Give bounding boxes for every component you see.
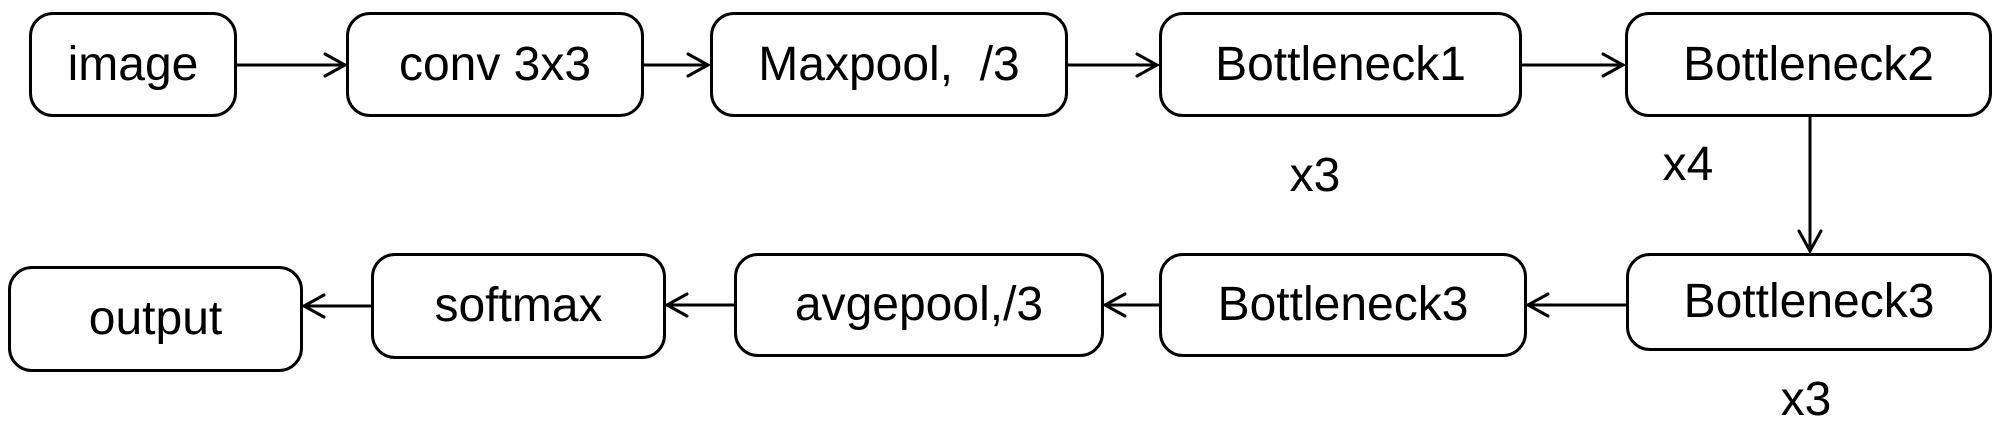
- arrow-maxpool-to-bottleneck1: [1066, 52, 1161, 78]
- node-image: image: [29, 12, 237, 117]
- arrow-bottleneck3right-to-bottleneck3left: [1524, 292, 1628, 318]
- node-bottleneck1: Bottleneck1: [1159, 12, 1522, 117]
- node-maxpool: Maxpool, /3: [710, 12, 1068, 117]
- multiplier-label-bottleneck2: x4: [1662, 138, 1714, 191]
- arrow-bottleneck1-to-bottleneck2: [1520, 52, 1627, 78]
- multiplier-label-bottleneck1: x3: [1289, 149, 1341, 202]
- node-avgepool: avgepool,/3: [734, 253, 1104, 357]
- multiplier-label-bottleneck3: x3: [1780, 373, 1832, 426]
- arrow-image-to-conv: [234, 52, 349, 78]
- node-output: output: [8, 266, 303, 372]
- node-bottleneck3-left: Bottleneck3: [1159, 253, 1527, 357]
- arrow-conv-to-maxpool: [642, 52, 712, 78]
- node-bottleneck3-right: Bottleneck3: [1626, 253, 1992, 351]
- node-conv-3x3: conv 3x3: [346, 12, 644, 117]
- arrow-bottleneck3left-to-avgepool: [1101, 292, 1161, 318]
- node-softmax: softmax: [371, 253, 666, 359]
- arrow-bottleneck2-down-to-bottleneck3: [1797, 115, 1823, 255]
- arrow-softmax-to-output: [300, 293, 373, 319]
- node-bottleneck2: Bottleneck2: [1625, 12, 1992, 117]
- arrow-avgepool-to-softmax: [663, 292, 736, 318]
